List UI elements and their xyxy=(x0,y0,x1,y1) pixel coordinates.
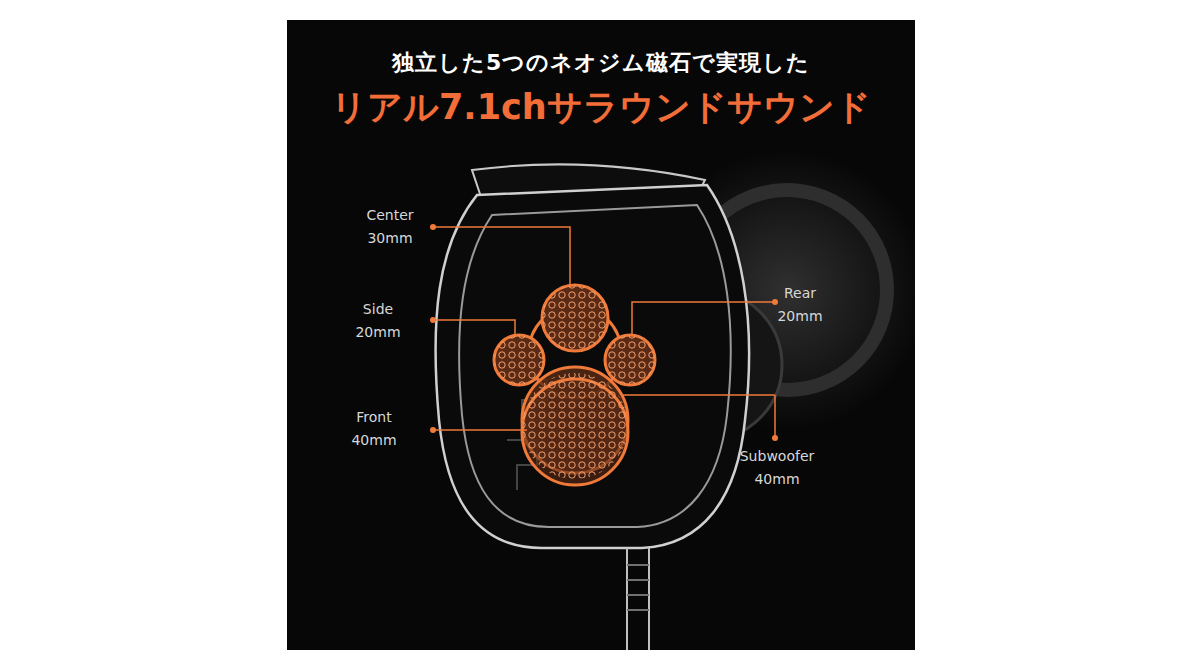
side-holes xyxy=(494,335,544,385)
callout-label: Rear 20mm xyxy=(765,282,835,328)
side-magnet xyxy=(494,335,544,385)
leader-dot xyxy=(430,427,436,433)
leader-line xyxy=(433,320,515,335)
earcup-inner xyxy=(459,205,731,527)
leader-line xyxy=(433,429,527,431)
large-holes xyxy=(522,373,628,479)
headline: リアル7.1chサラウンドサウンド xyxy=(331,84,871,131)
rear-magnet xyxy=(605,335,655,385)
rear-holes xyxy=(605,335,655,385)
leader-dot xyxy=(430,224,436,230)
leader-line xyxy=(632,302,775,335)
callout-label: Subwoofer 40mm xyxy=(727,445,827,491)
leader-dots xyxy=(430,224,778,441)
heading: 独立した5つのネオジム磁石で実現した xyxy=(392,48,810,78)
callout-label: Side 20mm xyxy=(343,298,413,344)
leader-dot xyxy=(772,299,778,305)
leader-lines xyxy=(433,227,775,438)
callout-label: Front 40mm xyxy=(339,406,409,452)
cable-ribs xyxy=(627,565,649,610)
callout-label: Center 30mm xyxy=(355,204,425,250)
center-holes xyxy=(542,285,608,351)
leader-line xyxy=(622,395,775,438)
center-magnet xyxy=(542,285,608,351)
leader-dot xyxy=(772,435,778,441)
dark-panel: 独立した5つのネオジム磁石で実現したリアル7.1chサラウンドサウンド Cente… xyxy=(287,20,915,650)
leader-dot xyxy=(430,317,436,323)
leader-line xyxy=(433,227,570,285)
cable xyxy=(627,548,649,650)
earcup-shell xyxy=(436,185,750,548)
